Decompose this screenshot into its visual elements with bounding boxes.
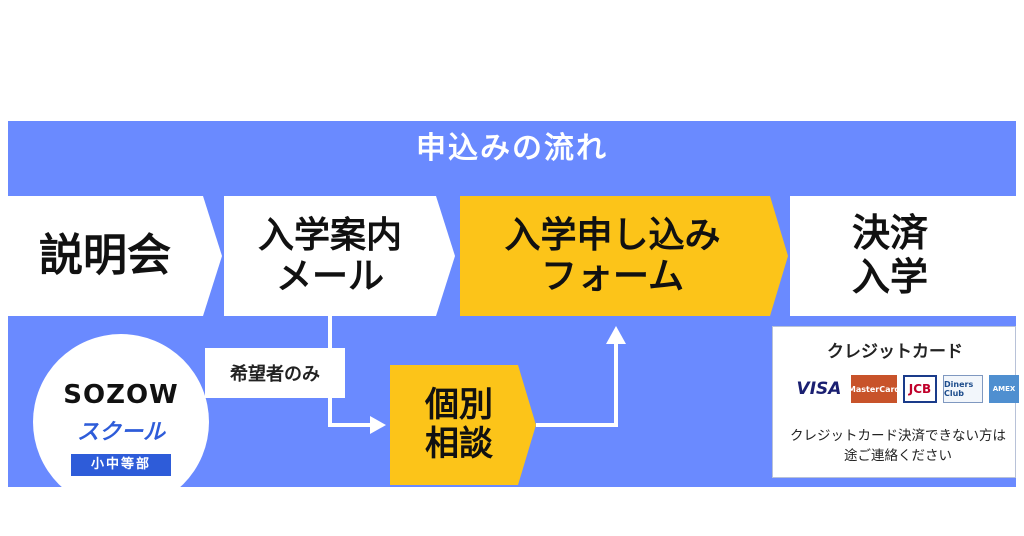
jcb-logo-icon: JCB bbox=[903, 375, 937, 403]
logo-name: SOZOW bbox=[63, 380, 179, 410]
payment-card: クレジットカード VISA MasterCard JCB Diners Club… bbox=[772, 326, 1019, 478]
step-4-box bbox=[790, 196, 1016, 316]
step-2-box bbox=[224, 196, 455, 316]
step-1-box bbox=[0, 196, 222, 316]
diners-logo-icon: Diners Club bbox=[943, 375, 983, 403]
branch-arrowhead bbox=[370, 416, 386, 434]
step-individual-consultation: 個別 相談 bbox=[425, 384, 493, 464]
card-brands: VISA MasterCard JCB Diners Club AMEX bbox=[793, 375, 1019, 405]
return-line bbox=[536, 342, 618, 427]
step-3-box bbox=[460, 196, 788, 316]
step-application-form: 入学申し込み フォーム bbox=[504, 214, 721, 297]
amex-logo-icon: AMEX bbox=[989, 375, 1019, 403]
payment-title: クレジットカード bbox=[827, 342, 963, 362]
flow-title: 申込みの流れ bbox=[416, 131, 608, 166]
condition-label: 希望者のみ bbox=[205, 348, 345, 398]
consult-box bbox=[390, 365, 536, 485]
step-admission-mail: 入学案内 メール bbox=[257, 214, 402, 297]
step-payment-enrollment: 決済 入学 bbox=[851, 211, 928, 299]
payment-note: クレジットカード決済できない方は 途ご連絡ください bbox=[790, 428, 1006, 464]
return-arrowhead bbox=[606, 326, 626, 344]
step-briefing: 説明会 bbox=[39, 229, 171, 281]
logo-subtitle: スクール bbox=[76, 420, 165, 445]
school-logo: SOZOW スクール 小中等部 bbox=[33, 334, 209, 510]
mastercard-logo-icon: MasterCard bbox=[848, 375, 900, 403]
visa-logo-icon: VISA bbox=[796, 379, 842, 399]
logo-tag: 小中等部 bbox=[71, 454, 171, 476]
